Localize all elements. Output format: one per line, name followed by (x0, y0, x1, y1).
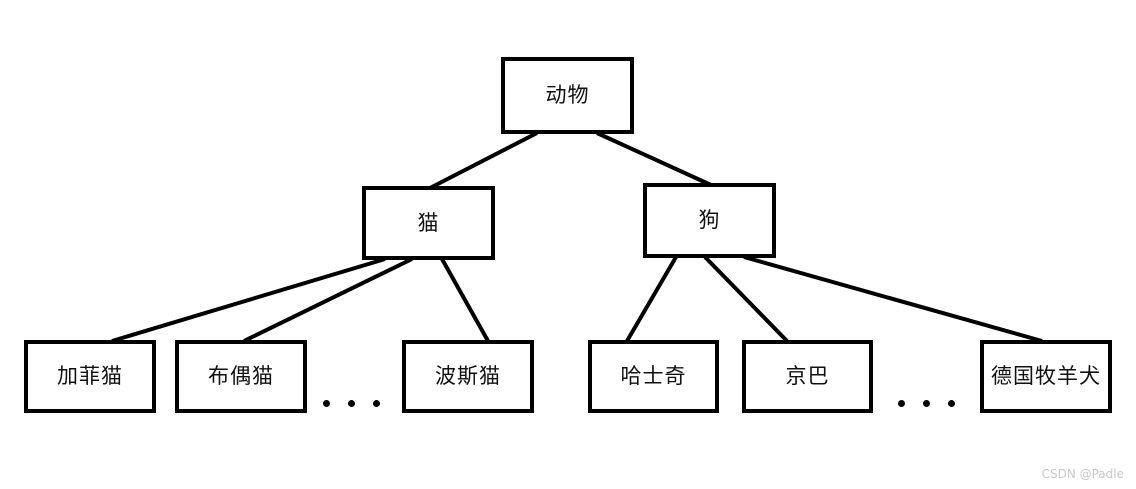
node-label-animal: 动物 (545, 83, 590, 107)
node-label-husky: 哈士奇 (620, 364, 687, 388)
node-label-ragdoll: 布偶猫 (208, 364, 274, 388)
edge-dog-to-pekingese (703, 255, 789, 343)
node-label-persian: 波斯猫 (435, 364, 501, 388)
ellipsis-dot (348, 400, 355, 407)
ellipsis-dot (898, 400, 905, 407)
node-label-pekingese: 京巴 (785, 364, 830, 388)
cat-ellipsis (323, 400, 380, 407)
node-animal[interactable]: 动物 (501, 57, 634, 134)
ellipsis-dot (323, 400, 330, 407)
node-label-shepherd: 德国牧羊犬 (991, 364, 1101, 388)
node-ragdoll[interactable]: 布偶猫 (175, 340, 307, 413)
node-label-garfield: 加菲猫 (57, 364, 123, 388)
node-pekingese[interactable]: 京巴 (742, 340, 873, 413)
ellipsis-dot (923, 400, 930, 407)
edge-cat-to-garfield (111, 257, 386, 343)
edge-dog-to-shepherd (743, 255, 1043, 343)
node-cat[interactable]: 猫 (362, 186, 495, 260)
ellipsis-dot (948, 400, 955, 407)
dog-ellipsis (898, 400, 955, 407)
node-shepherd[interactable]: 德国牧羊犬 (980, 340, 1112, 413)
ellipsis-dot (373, 400, 380, 407)
node-persian[interactable]: 波斯猫 (402, 340, 534, 413)
watermark: CSDN @Padle (1041, 467, 1124, 481)
node-dog[interactable]: 狗 (643, 183, 776, 258)
node-husky[interactable]: 哈士奇 (588, 340, 719, 413)
edge-animal-to-dog (596, 131, 712, 187)
node-label-cat: 猫 (417, 210, 440, 235)
edge-dog-to-husky (625, 255, 678, 343)
node-label-dog: 狗 (698, 208, 721, 232)
edge-animal-to-cat (429, 131, 538, 190)
edge-cat-to-persian (440, 258, 490, 342)
edge-cat-to-ragdoll (243, 257, 413, 343)
node-garfield[interactable]: 加菲猫 (24, 340, 156, 413)
